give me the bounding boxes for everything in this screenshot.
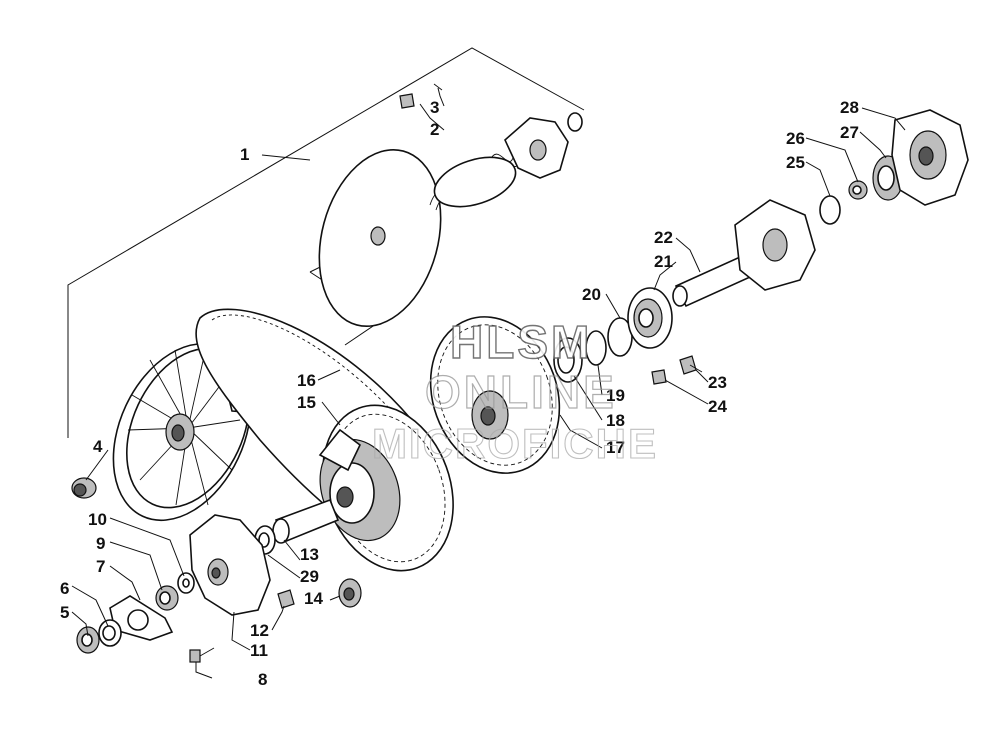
watermark: HLSM ONLINE MICROFICHE [371, 315, 658, 467]
callout-9: 9 [96, 534, 105, 553]
screw-part-2 [399, 93, 415, 109]
bushing-part-9 [155, 585, 179, 611]
washer-part-24 [651, 369, 667, 385]
washer-part-10 [177, 572, 195, 594]
leader-lines [71, 87, 906, 679]
callout-27: 27 [840, 123, 859, 142]
nut-part-4 [71, 477, 97, 499]
callout-4: 4 [93, 437, 103, 456]
callout-21: 21 [654, 252, 673, 271]
callout-labels: 1 2 3 4 5 6 7 8 9 10 11 12 13 14 15 16 1… [60, 98, 859, 689]
bolt-part-23 [679, 355, 703, 375]
callout-15: 15 [297, 393, 316, 412]
movable-sheave-11 [189, 514, 271, 616]
drive-clutch-fixed-sheave [112, 342, 302, 522]
callout-11: 11 [250, 641, 268, 660]
callout-17: 17 [606, 438, 625, 457]
weight-part-12 [277, 589, 295, 609]
output-shaft-part-22 [672, 199, 816, 308]
clutch-housing-part-28 [891, 109, 969, 206]
callout-25: 25 [786, 153, 805, 172]
callout-10: 10 [88, 510, 107, 529]
callout-16: 16 [297, 371, 316, 390]
seal-part-6 [98, 619, 122, 647]
spring-part [429, 149, 521, 211]
callout-14: 14 [304, 589, 323, 608]
callout-5: 5 [60, 603, 69, 622]
callout-13: 13 [300, 545, 319, 564]
watermark-line-1: HLSM [450, 316, 592, 368]
callout-20: 20 [582, 285, 601, 304]
bearing-part-21 [627, 287, 673, 349]
callout-2: 2 [430, 120, 439, 139]
bolt-part-8 [189, 647, 215, 663]
callout-3: 3 [430, 98, 439, 117]
callout-26: 26 [786, 129, 805, 148]
watermark-line-2: ONLINE [425, 366, 617, 418]
ring-part-18 [553, 337, 583, 383]
callout-12: 12 [250, 621, 269, 640]
callout-24: 24 [708, 397, 727, 416]
ring-part-25 [819, 195, 841, 225]
driven-clutch [318, 404, 454, 572]
callout-29: 29 [300, 567, 319, 586]
bearing-part-5 [76, 626, 100, 654]
watermark-line-3: MICROFICHE [372, 420, 658, 467]
snap-ring-part [567, 112, 583, 132]
screw-part-3 [433, 83, 443, 91]
outer-sheave-upper [318, 148, 442, 328]
nut-part-14 [338, 578, 362, 608]
ring-part-19 [585, 330, 607, 366]
callout-7: 7 [96, 557, 105, 576]
callout-8: 8 [258, 670, 267, 689]
callout-19: 19 [606, 386, 625, 405]
bearing-plate-part-7 [109, 595, 174, 641]
callout-22: 22 [654, 228, 673, 247]
shaft-part-13 [272, 498, 340, 544]
bushing-part-26 [848, 180, 868, 200]
gear-case-part-17 [429, 316, 561, 474]
callout-1: 1 [240, 145, 249, 164]
callout-18: 18 [606, 411, 625, 430]
cam-part [504, 117, 569, 179]
callout-6: 6 [60, 579, 69, 598]
callout-28: 28 [840, 98, 859, 117]
callout-23: 23 [708, 373, 727, 392]
